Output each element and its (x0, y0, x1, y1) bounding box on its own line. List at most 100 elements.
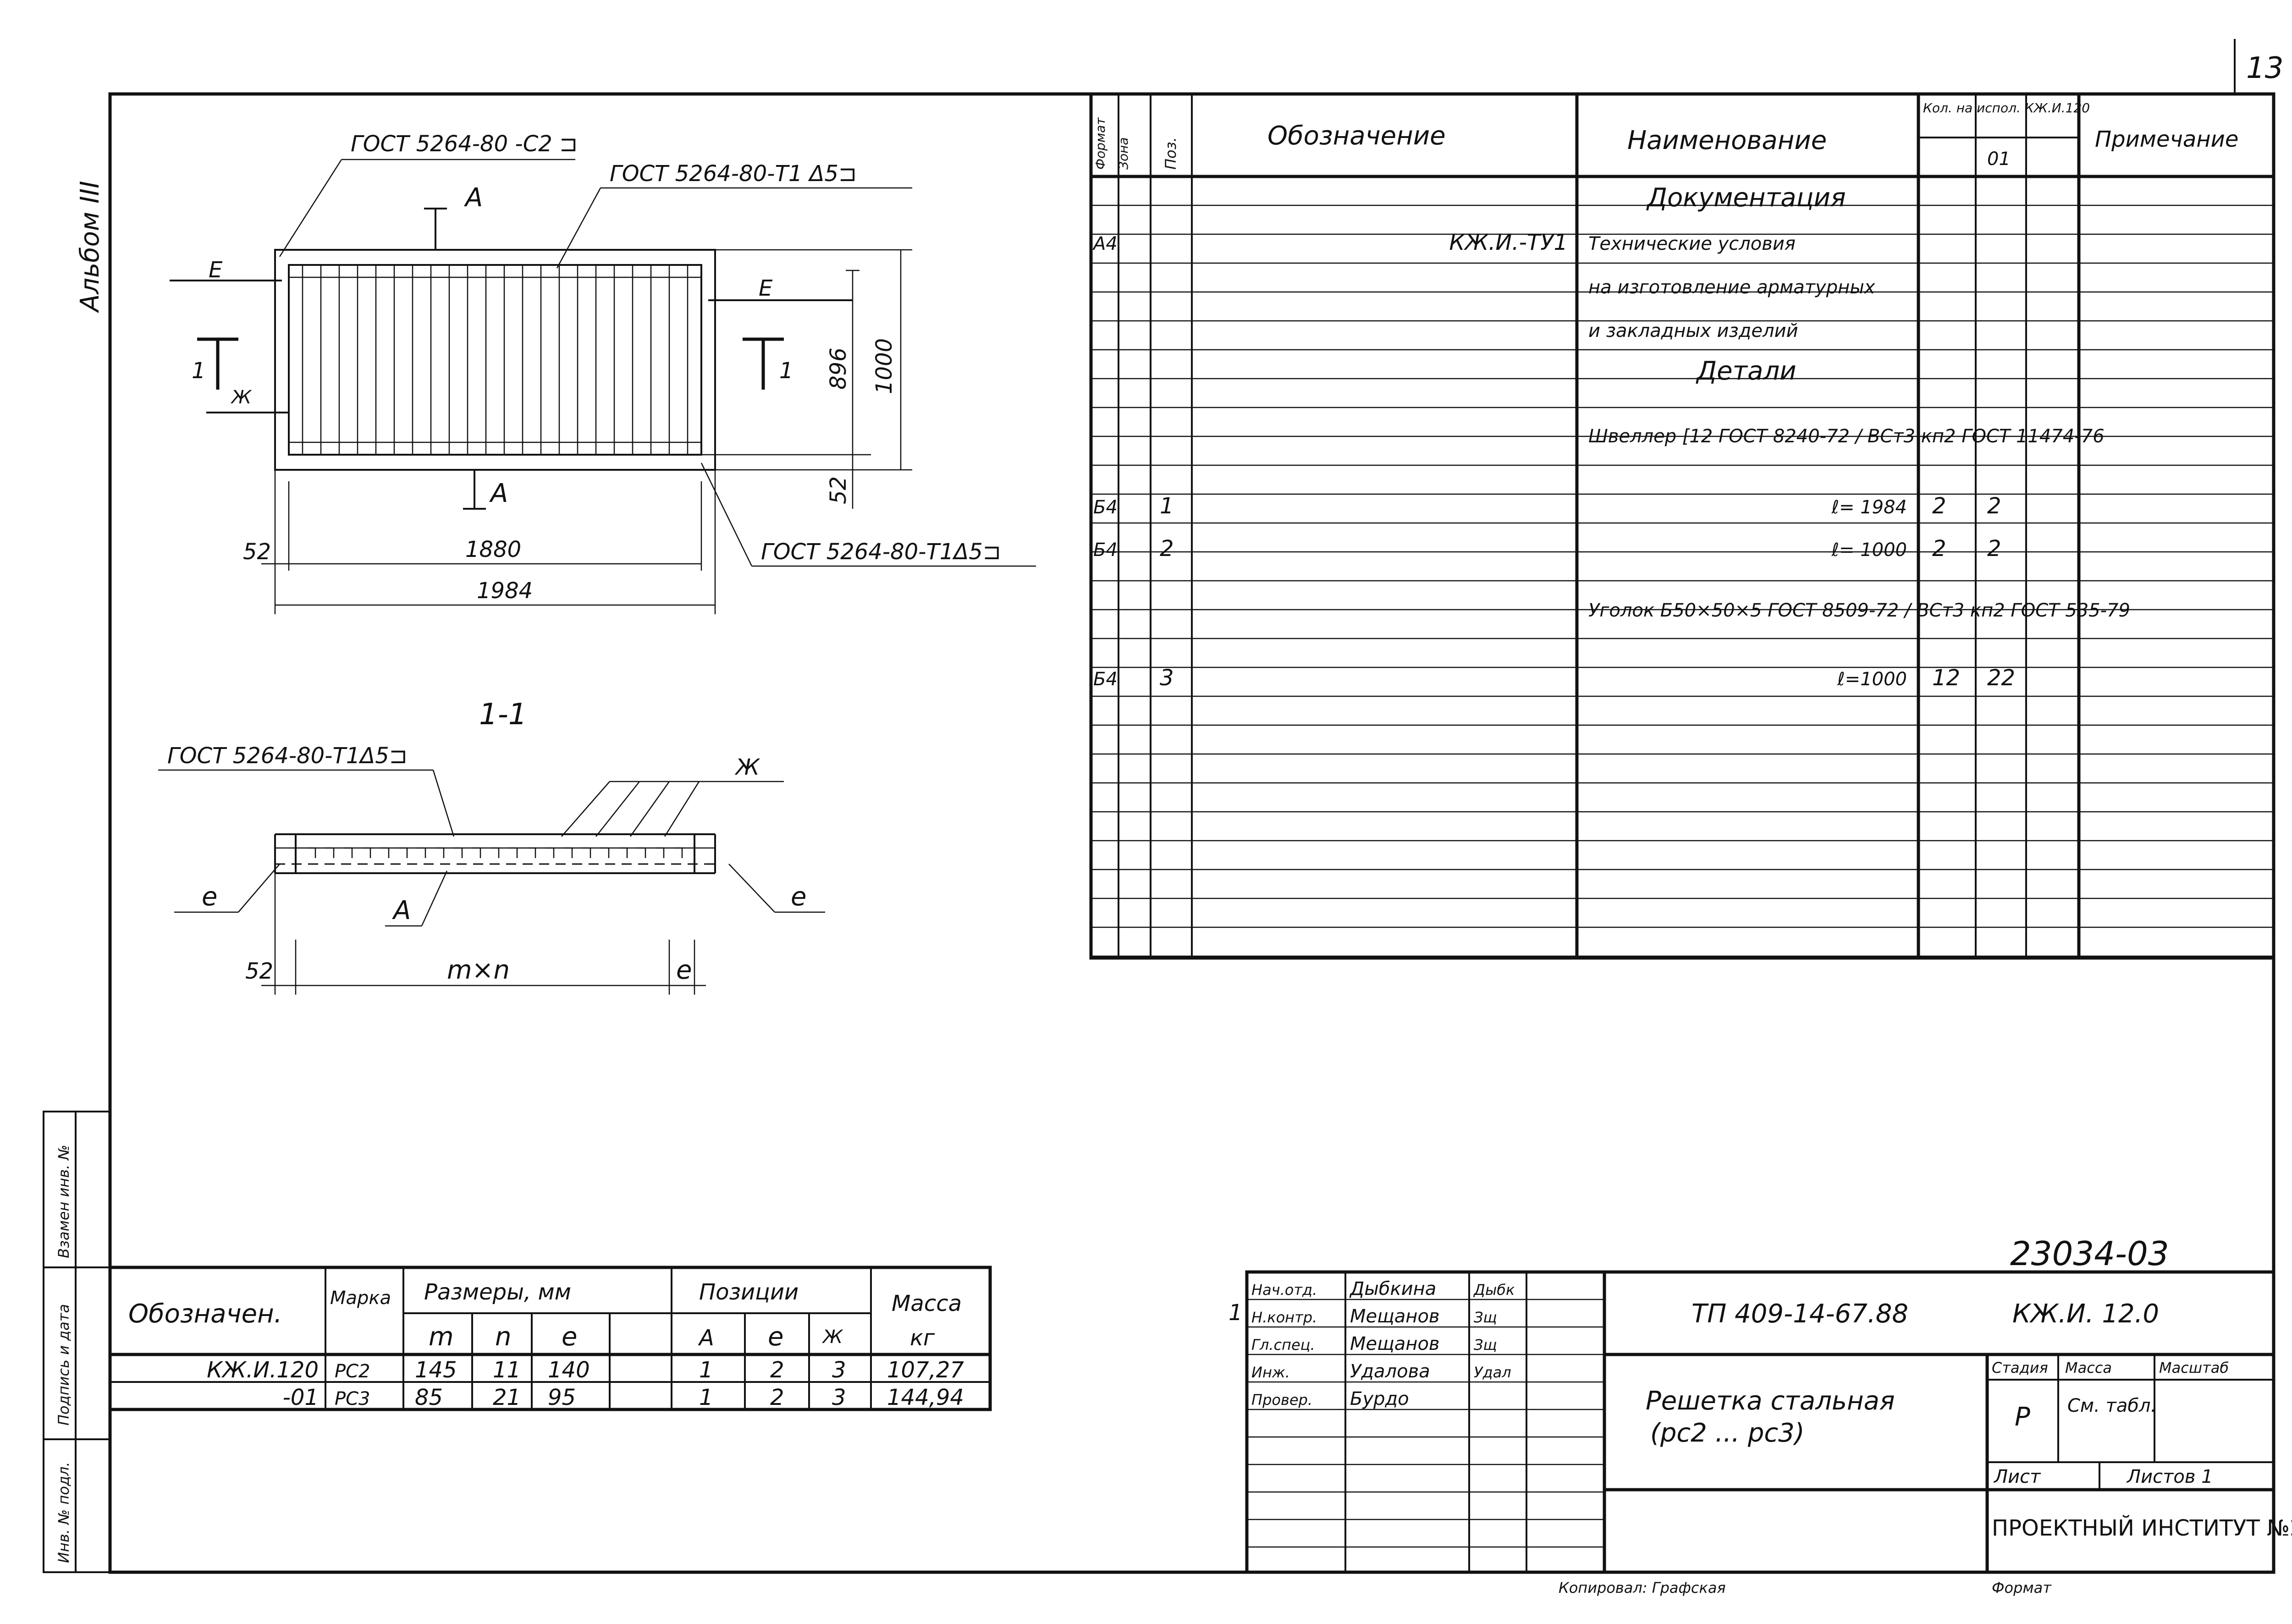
spec-h-zone: Зона (1116, 137, 1131, 170)
var-h-e: е (562, 1322, 577, 1352)
spec-grid (1091, 94, 2274, 958)
var-h-pe: е (768, 1322, 783, 1352)
spec-h-note: Примечание (2095, 127, 2238, 152)
section-angle (601, 847, 610, 858)
variants-table: Обозначен. Марка Размеры, мм m n е Позиц… (108, 1266, 992, 1411)
dim-52-left: 52 (243, 539, 271, 565)
spec-pos-cell: 1 (1160, 493, 1174, 519)
section-zh: Ж (734, 754, 760, 780)
section-angle (582, 847, 591, 858)
spec-outer (1089, 92, 2275, 960)
spec-qty1-cell: 12 (1932, 665, 1960, 691)
section-zh-leader-1 (561, 781, 610, 837)
spec-name-cell: Швеллер [12 ГОСТ 8240-72 / ВСт3 кп2 ГОСТ… (1588, 426, 2105, 447)
var-pa-cell: 1 (699, 1357, 713, 1383)
section-angle (527, 847, 536, 858)
section-angle (325, 847, 335, 858)
tb-staff-name: Удалова (1350, 1361, 1430, 1382)
tb-project: ТП 409-14-67.88 (1691, 1299, 1908, 1329)
section-zh-leader-3 (629, 781, 670, 837)
var-n-cell: 21 (493, 1385, 521, 1410)
section-a: А (392, 896, 411, 925)
var-h-designation: Обозначен. (128, 1299, 282, 1329)
section-zh-leader-4 (664, 781, 700, 837)
spec-format-cell: Б4 (1093, 539, 1118, 561)
tb-rev-mark: 1 (1229, 1300, 1243, 1326)
dim-1984: 1984 (477, 578, 533, 604)
var-pe-cell: 2 (770, 1357, 784, 1383)
section-angles (307, 847, 683, 858)
var-pzh-cell: 3 (832, 1385, 846, 1410)
side-sign-date: Подпись и дата (55, 1304, 72, 1426)
var-m-cell: 145 (415, 1357, 457, 1383)
plan-view: А А Е Е Ж 1 1 ГОСТ 5264-80 -С2 ⊐ ГОСТ 52… (170, 131, 1036, 614)
spec-h-designation: Обозначение (1267, 121, 1446, 151)
spec-format-cell: Б4 (1093, 497, 1118, 518)
tb-org: ПРОЕКТНЫЙ ИНСТИТУТ №2 (1992, 1515, 2292, 1541)
gost-bottom-right-leader (700, 462, 753, 567)
section-angle (656, 847, 665, 858)
section-e-right: е (791, 882, 806, 912)
var-designation-cell: -01 (283, 1385, 319, 1410)
cut-1-left-label: 1 (192, 358, 206, 384)
section-angle (564, 847, 573, 858)
section-a-leader (421, 870, 448, 926)
specification-table: Формат Зона Поз. Обозначение Наименовани… (1089, 92, 2275, 960)
tb-staff-name: Дыбкина (1349, 1278, 1436, 1299)
tb-staff-sign: Зщ (1474, 1309, 1497, 1326)
section-dim-e: е (676, 955, 692, 985)
section-angle (490, 847, 500, 858)
spec-section-heading: Детали (1695, 356, 1796, 386)
spec-format-cell: Б4 (1093, 669, 1118, 690)
var-e-cell: 95 (548, 1385, 576, 1410)
spec-h-qty-sub: 01 (1987, 149, 2011, 170)
spec-name-cell: ℓ=1000 (1837, 669, 1907, 690)
var-pzh-cell: 3 (832, 1357, 846, 1383)
side-stamp-frame (43, 1111, 111, 1573)
var-pa-cell: 1 (699, 1385, 713, 1410)
section-angle (380, 847, 390, 858)
tb-title-1: Решетка стальная (1646, 1386, 1895, 1416)
var-pe-cell: 2 (770, 1385, 784, 1410)
var-h-pzh: Ж (821, 1327, 843, 1348)
e-left-label: Е (209, 257, 223, 283)
var-mark-cell: РС3 (335, 1388, 370, 1409)
spec-pos-cell: 3 (1160, 665, 1174, 691)
tb-title-2: (рс2 ... рс3) (1650, 1418, 1805, 1448)
section-angle (509, 847, 518, 858)
section-angle (472, 847, 481, 858)
section-angle (417, 847, 426, 858)
side-stamp: Взамен инв. № Подпись и дата Инв. № подл… (43, 1111, 111, 1573)
section-zh-leader-2 (595, 781, 640, 837)
page-number: 13 (2246, 51, 2283, 85)
spec-h-name: Наименование (1627, 126, 1827, 155)
tb-scale-label: Масштаб (2159, 1359, 2229, 1376)
title-block-frame (1245, 1270, 2275, 1574)
section-angle (362, 847, 371, 858)
spec-name-cell: на изготовление арматурных (1588, 277, 1875, 298)
section-gost-leader (432, 770, 455, 837)
tb-sheets-label: Листов 1 (2126, 1466, 2213, 1487)
section-e-right-leader (728, 864, 775, 913)
section-angle (307, 847, 316, 858)
spec-name-cell: ℓ= 1000 (1831, 539, 1907, 561)
dim-1000: 1000 (871, 338, 897, 394)
section-e-left: е (202, 882, 217, 912)
spec-qty1-cell: 2 (1932, 493, 1946, 519)
tb-sheet-label: Лист (1993, 1466, 2041, 1487)
tb-mass-label: Масса (2065, 1359, 2112, 1376)
section-angle (454, 847, 463, 858)
spec-designation-cell: КЖ.И.-ТУ1 (1449, 230, 1568, 255)
cut-1-right-label: 1 (779, 358, 793, 384)
var-mass-cell: 144,94 (887, 1385, 964, 1410)
section-a-top-label: А (464, 183, 483, 213)
spec-name-cell: Технические условия (1588, 233, 1796, 254)
gost-bottom-right: ГОСТ 5264-80-Т1Δ5⊐ (761, 539, 1001, 565)
grating-inner-frame (288, 264, 702, 456)
spec-qty2-cell: 2 (1987, 493, 2001, 519)
spec-qty2-cell: 22 (1987, 665, 2015, 691)
section-angle (674, 847, 683, 858)
